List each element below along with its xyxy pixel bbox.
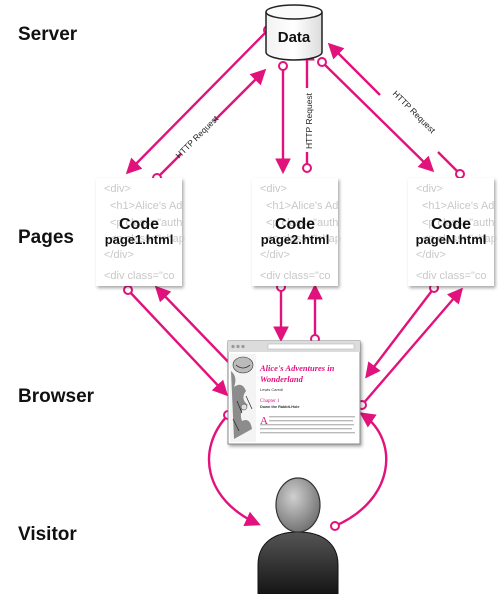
- arrow-data-to-page1: [125, 29, 269, 175]
- page-filename: pageN.html: [416, 232, 487, 247]
- page-title: Code: [119, 216, 159, 233]
- code-line: <h1>Alice's Ad: [422, 200, 494, 212]
- arrow-page1-to-browser: [127, 289, 229, 397]
- row-label-visitor: Visitor: [18, 524, 77, 545]
- code-line: <div class="co: [260, 270, 331, 282]
- code-line: <div class="co: [416, 270, 487, 282]
- book-title-line1: Alice's Adventures in: [259, 363, 335, 373]
- code-line: <div>: [260, 183, 287, 195]
- illustration-image: [230, 354, 256, 442]
- connector-dot: [302, 163, 312, 173]
- book-author: Lewis Carroll: [260, 387, 283, 392]
- code-line: </div>: [104, 249, 134, 261]
- arrow-pageN-to-data: [330, 45, 461, 175]
- http-request-label-right: HTTP Request: [391, 89, 438, 136]
- book-body-text: [260, 416, 355, 434]
- arrow-data-to-pageN: [321, 61, 435, 173]
- arrow-browser-to-pageN: [361, 287, 464, 406]
- code-line: <h1>Alice's Ad: [266, 200, 338, 212]
- code-line: <div class="co: [104, 270, 175, 282]
- database-cylinder: Data: [265, 4, 323, 61]
- page-filename: page2.html: [261, 232, 330, 247]
- book-drop-cap: A: [260, 415, 268, 427]
- code-line: <div>: [104, 183, 131, 195]
- arrow-page1-to-data: [156, 71, 264, 179]
- arrow-browser-to-page1: [154, 285, 238, 372]
- database-label: Data: [278, 29, 311, 46]
- code-line: <div>: [416, 183, 443, 195]
- code-line: <p class="auth: [422, 217, 494, 229]
- code-line: <p class="auth: [266, 217, 338, 229]
- connector-dot: [455, 169, 465, 179]
- book-chapter: Chapter 1: [260, 399, 280, 404]
- row-label-pages: Pages: [18, 227, 74, 248]
- connector-dot: [123, 285, 133, 295]
- row-label-browser: Browser: [18, 386, 95, 407]
- connector-dot: [317, 57, 327, 67]
- address-bar: [267, 343, 355, 350]
- page-title: Code: [431, 216, 471, 233]
- connector-dot: [330, 521, 340, 531]
- arrow-browser-to-visitor: [207, 414, 261, 526]
- window-control-icon: [231, 344, 235, 349]
- page-document-n: <div> <h1>Alice's Ad <p class="auth <p c…: [408, 178, 497, 286]
- book-chapter-title: Down the Rabbit-Hole: [260, 405, 299, 409]
- page-filename: page1.html: [105, 232, 174, 247]
- browser-window: Alice's Adventures in Wonderland Lewis C…: [227, 340, 361, 445]
- http-request-label-middle: HTTP Request: [304, 92, 314, 149]
- code-line: <p class="chap: [110, 233, 185, 245]
- window-control-icon: [236, 344, 240, 349]
- arrow-pageN-to-browser: [365, 287, 435, 379]
- code-line: </div>: [416, 249, 446, 261]
- code-line: <p class="auth: [110, 217, 182, 229]
- connector-dot: [278, 61, 288, 71]
- code-line: <p class="chap: [266, 233, 341, 245]
- page-title: Code: [275, 216, 315, 233]
- visitor-person-icon: [257, 477, 339, 594]
- arrow-visitor-to-browser: [334, 412, 388, 528]
- page-document-1: <div> <h1>Alice's Ad <p class="auth <p c…: [96, 178, 185, 286]
- code-line: <p class="chap: [422, 233, 497, 245]
- code-line: </div>: [260, 249, 290, 261]
- book-title-line2: Wonderland: [260, 374, 304, 384]
- code-line: <h1>Alice's Ad: [110, 200, 182, 212]
- page-document-2: <div> <h1>Alice's Ad <p class="auth <p c…: [252, 178, 341, 286]
- row-label-server: Server: [18, 24, 78, 45]
- window-control-icon: [241, 344, 245, 349]
